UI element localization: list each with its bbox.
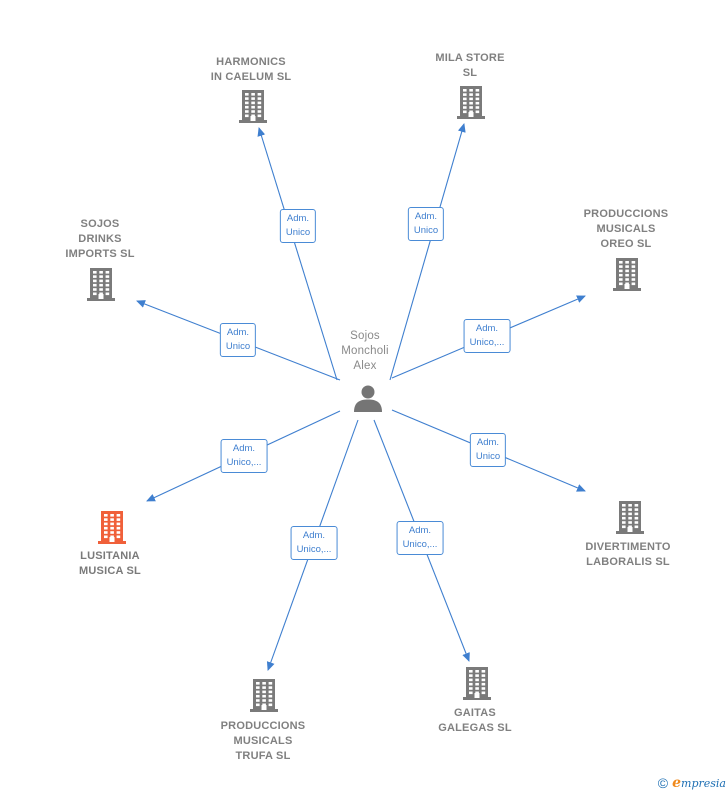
company-label-divertimento: DIVERTIMENTO LABORALIS SL bbox=[585, 540, 670, 570]
company-label-harmonics-line: HARMONICS bbox=[216, 56, 286, 68]
edge-label-line: Adm. bbox=[408, 525, 432, 536]
company-node-lusitania[interactable] bbox=[97, 509, 127, 550]
company-node-gaitas[interactable] bbox=[462, 665, 492, 706]
company-label-harmonics-line: IN CAELUM SL bbox=[210, 71, 292, 83]
edge-label-line: Unico,... bbox=[226, 457, 262, 468]
edge-label-line: Unico bbox=[225, 341, 251, 352]
company-node-harmonics[interactable] bbox=[238, 88, 268, 129]
company-label-oreo-line: PRODUCCIONS bbox=[583, 208, 669, 220]
company-label-lusitania: LUSITANIA MUSICA SL bbox=[79, 549, 141, 579]
edge-label-line: Unico bbox=[285, 227, 311, 238]
building-icon bbox=[87, 268, 115, 301]
company-label-divertimento-line: LABORALIS SL bbox=[586, 556, 670, 568]
company-label-gaitas-line: GALEGAS SL bbox=[438, 722, 512, 734]
person-icon bbox=[354, 385, 382, 412]
brand-initial: e bbox=[672, 775, 682, 791]
company-node-divertimento[interactable] bbox=[615, 499, 645, 540]
company-label-oreo-line: OREO SL bbox=[600, 238, 652, 250]
edge-harmonics bbox=[257, 127, 338, 381]
edge-label-mila[interactable]: Adm. Unico bbox=[407, 207, 445, 241]
edge-label-line: Unico bbox=[475, 451, 501, 462]
center-person-label-line: Alex bbox=[353, 360, 377, 372]
building-icon bbox=[457, 86, 485, 119]
edge-label-gaitas[interactable]: Adm. Unico,... bbox=[396, 521, 444, 555]
company-node-oreo[interactable] bbox=[612, 256, 642, 297]
building-icon bbox=[613, 258, 641, 291]
company-label-gaitas-line: GAITAS bbox=[454, 707, 496, 719]
company-label-oreo-line: MUSICALS bbox=[596, 223, 656, 235]
company-node-sojos_drinks[interactable] bbox=[86, 266, 116, 307]
company-label-gaitas: GAITAS GALEGAS SL bbox=[438, 706, 512, 736]
building-icon bbox=[250, 679, 278, 712]
edge-label-line: Unico,... bbox=[402, 539, 438, 550]
company-label-trufa-line: PRODUCCIONS bbox=[220, 720, 306, 732]
company-label-sojos_drinks-line: IMPORTS SL bbox=[65, 248, 135, 260]
edge-mila bbox=[389, 123, 466, 381]
copyright-symbol: © bbox=[657, 775, 669, 791]
edge-label-harmonics[interactable]: Adm. Unico bbox=[279, 209, 317, 243]
company-label-mila-line: MILA STORE bbox=[435, 52, 505, 64]
company-label-lusitania-line: MUSICA SL bbox=[79, 565, 141, 577]
building-icon bbox=[239, 90, 267, 123]
edge-label-line: Adm. bbox=[226, 327, 250, 338]
edge-label-line: Unico,... bbox=[469, 337, 505, 348]
company-node-trufa[interactable] bbox=[249, 677, 279, 718]
company-label-mila-line: SL bbox=[462, 67, 478, 79]
company-label-mila: MILA STORE SL bbox=[435, 51, 504, 81]
edge-label-line: Adm. bbox=[476, 437, 500, 448]
company-label-sojos_drinks-line: SOJOS bbox=[80, 218, 120, 230]
edge-label-line: Unico,... bbox=[296, 544, 332, 555]
center-person-node[interactable] bbox=[353, 383, 383, 418]
edge-label-sojos_drinks[interactable]: Adm. Unico bbox=[219, 323, 257, 357]
edge-label-oreo[interactable]: Adm. Unico,... bbox=[463, 319, 511, 353]
edge-label-line: Adm. bbox=[286, 213, 310, 224]
company-label-trufa-line: TRUFA SL bbox=[235, 750, 291, 762]
company-label-sojos_drinks-line: DRINKS bbox=[78, 233, 122, 245]
building-icon bbox=[463, 667, 491, 700]
company-label-lusitania-line: LUSITANIA bbox=[80, 550, 140, 562]
center-person-label-line: Moncholi bbox=[341, 345, 389, 357]
edge-label-line: Adm. bbox=[475, 323, 499, 334]
edge-label-line: Unico bbox=[413, 225, 439, 236]
edge-label-divertimento[interactable]: Adm. Unico bbox=[469, 433, 507, 467]
edge-label-trufa[interactable]: Adm. Unico,... bbox=[290, 526, 338, 560]
edge-label-line: Adm. bbox=[414, 211, 438, 222]
building-icon bbox=[98, 511, 126, 544]
company-label-sojos_drinks: SOJOS DRINKS IMPORTS SL bbox=[65, 217, 134, 262]
company-label-harmonics: HARMONICS IN CAELUM SL bbox=[211, 55, 292, 85]
company-label-trufa: PRODUCCIONS MUSICALS TRUFA SL bbox=[221, 719, 306, 764]
company-node-mila[interactable] bbox=[456, 84, 486, 125]
footer-brand: © empresia bbox=[658, 775, 726, 791]
edge-label-line: Adm. bbox=[232, 443, 256, 454]
brand-name: mpresia bbox=[681, 777, 726, 790]
edge-label-lusitania[interactable]: Adm. Unico,... bbox=[220, 439, 268, 473]
company-label-trufa-line: MUSICALS bbox=[233, 735, 293, 747]
company-label-oreo: PRODUCCIONS MUSICALS OREO SL bbox=[584, 207, 669, 252]
center-person-label-line: Sojos bbox=[350, 330, 380, 342]
edge-label-line: Adm. bbox=[302, 530, 326, 541]
company-label-divertimento-line: DIVERTIMENTO bbox=[585, 541, 671, 553]
building-icon bbox=[616, 501, 644, 534]
brand-logo: empresia bbox=[672, 775, 726, 791]
